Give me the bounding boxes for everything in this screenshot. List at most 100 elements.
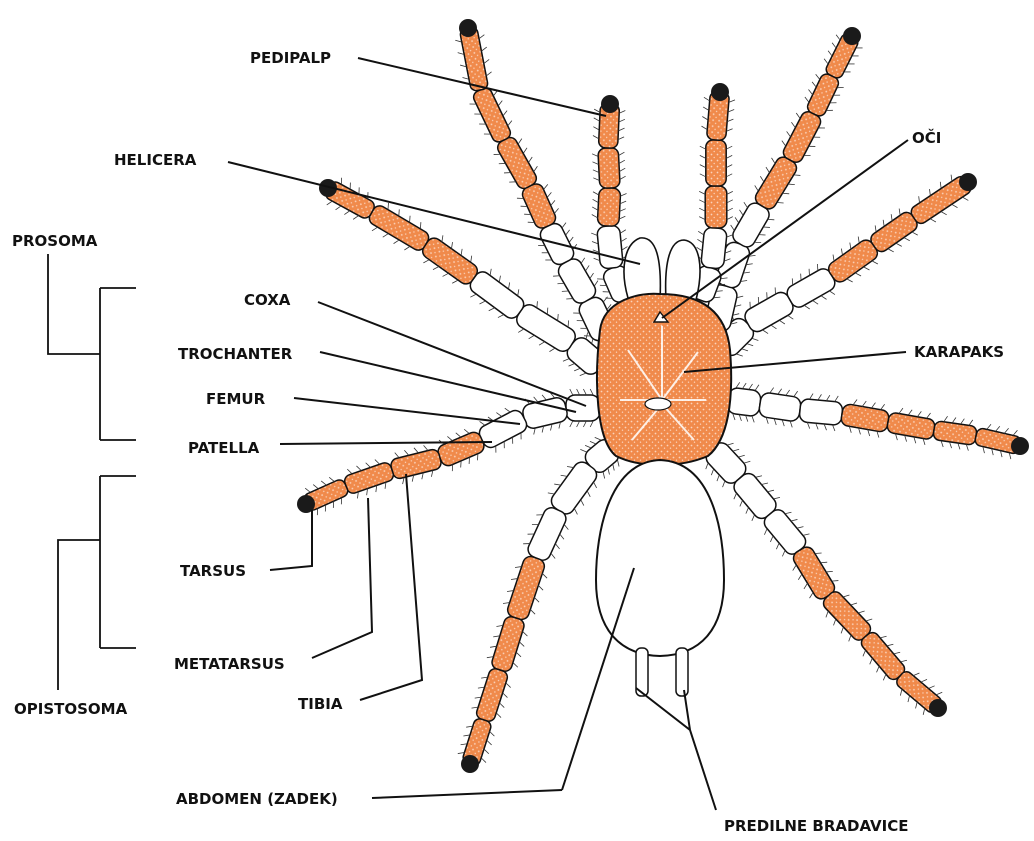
leg-hair [583, 389, 586, 395]
leg-hair [726, 129, 732, 131]
leg-hair [899, 408, 903, 413]
leg-right-3 [702, 439, 947, 717]
leg-hair [746, 507, 749, 513]
leg-hair [880, 636, 887, 638]
leg-hair [496, 713, 501, 718]
leg-hair [620, 201, 626, 204]
leg-hair [923, 708, 925, 715]
leg-hair [771, 325, 777, 329]
leg-hair [574, 508, 577, 514]
leg-hair [826, 571, 833, 572]
leg-hair [818, 394, 822, 400]
leg-hair [871, 403, 875, 408]
leg-hair [912, 232, 918, 235]
leg-hair [782, 550, 785, 556]
leg-right-2-claw [1011, 437, 1029, 455]
leg-hair [551, 553, 555, 558]
leg-hair [916, 702, 918, 709]
leg-hair [456, 433, 461, 437]
leg-hair [404, 246, 410, 250]
leg-hair [755, 185, 759, 191]
leg-hair [564, 524, 568, 529]
leg-hair [752, 338, 758, 340]
leg-hair [375, 460, 380, 465]
leg-hair [930, 219, 936, 222]
leg-hair [587, 491, 590, 497]
leg-hair [603, 297, 607, 302]
leg-hair [770, 388, 774, 393]
leg-hair [894, 652, 901, 654]
leg-hair [798, 574, 802, 580]
leg-hair [883, 674, 886, 680]
leg-left-2-segment [390, 448, 443, 480]
leg-hair [866, 619, 872, 621]
leg-hair [480, 421, 485, 425]
leg-hair [529, 335, 535, 339]
leg-hair [518, 329, 524, 333]
leg-hair [821, 562, 828, 563]
leg-right-1-claw [959, 173, 977, 191]
leg-hair [566, 230, 570, 235]
leg-hair [727, 208, 733, 211]
leg-hair [590, 441, 596, 444]
leg-hair [828, 51, 832, 56]
leg-hair [728, 110, 734, 112]
leg-hair [941, 212, 947, 215]
leg-hair [592, 215, 598, 218]
leg-hair [699, 200, 705, 203]
leg-right-2-segment [933, 421, 978, 446]
leg-hair [585, 445, 591, 448]
leg-hair [824, 59, 828, 64]
leg-hair [554, 208, 558, 213]
leg-hair [499, 276, 500, 283]
leg-hair [755, 476, 762, 478]
leg-hair [928, 686, 934, 689]
leg-hair [794, 391, 798, 396]
leg-hair [870, 658, 873, 664]
leg-hair [776, 543, 779, 549]
leg-hair [790, 421, 792, 427]
leg-hair [727, 119, 733, 121]
label-patella: PATELLA [188, 439, 260, 457]
leg-hair [727, 235, 733, 237]
leg-left-4-segment [471, 86, 512, 144]
leg-hair [875, 225, 876, 232]
leg-hair [595, 437, 601, 440]
leg-hair [549, 348, 555, 352]
leg-hair [841, 249, 842, 256]
leg-hair [593, 135, 599, 138]
leg-hair [766, 167, 770, 173]
leg-hair [577, 421, 580, 427]
leg-hair [327, 201, 333, 205]
leg-hair [773, 497, 780, 499]
leg-left-1-segment [514, 302, 579, 355]
leg-hair [518, 139, 522, 145]
leg-hair [736, 382, 740, 388]
leg-hair [498, 315, 504, 318]
leg-hair [506, 683, 511, 688]
leg-hair [499, 703, 504, 708]
leg-hair [862, 401, 866, 406]
leg-hair [620, 193, 626, 196]
leg-hair [356, 466, 361, 471]
leg-hair [836, 35, 840, 40]
leg-hair [594, 281, 598, 287]
leg-hair [414, 448, 418, 453]
leg-hair [620, 176, 626, 179]
leg-hair [452, 242, 453, 249]
leg-hair [700, 155, 706, 158]
leg-hair [794, 175, 801, 176]
leg-hair [489, 308, 495, 311]
leg-hair [519, 642, 524, 647]
leg-hair [803, 534, 810, 536]
leg-hair [744, 202, 748, 208]
leg-hair [561, 475, 568, 476]
leg-hair [528, 157, 532, 163]
leg-hair [888, 249, 894, 252]
leg-hair [940, 182, 941, 189]
leg-hair [486, 72, 491, 76]
leg-hair [394, 240, 400, 244]
leg-hair [618, 128, 624, 131]
leg-right-3-segment [859, 630, 907, 682]
